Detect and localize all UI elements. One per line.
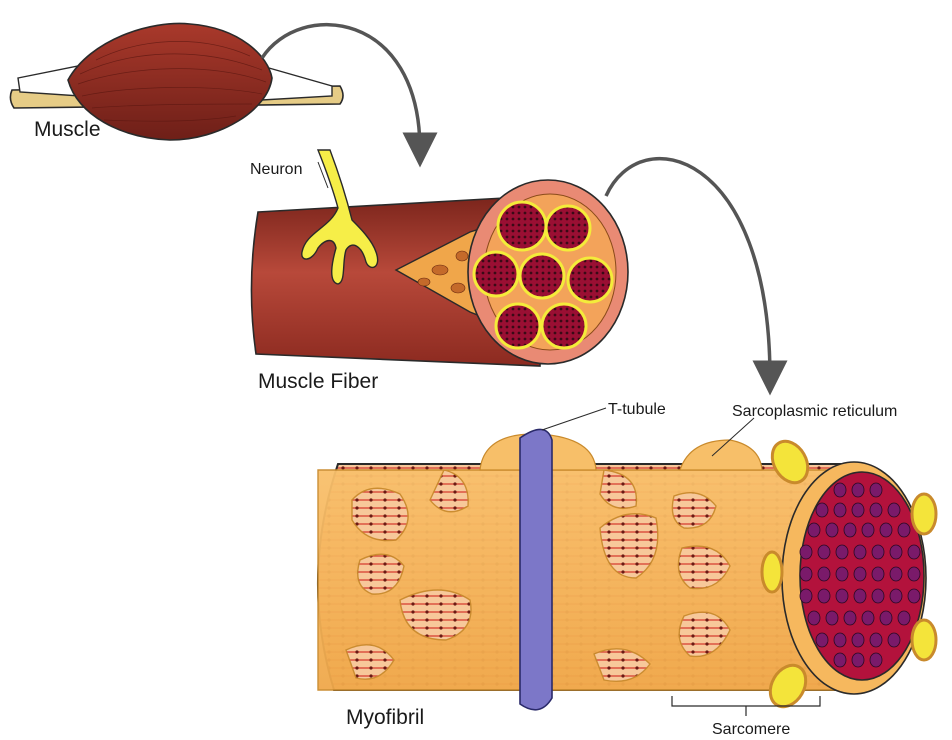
label-sarcoplasmic-reticulum: Sarcoplasmic reticulum (732, 403, 897, 420)
leader-t-tubule (542, 408, 606, 430)
label-muscle-fiber: Muscle Fiber (258, 370, 378, 393)
myofibril-end-cap (782, 462, 926, 694)
label-neuron: Neuron (250, 161, 302, 178)
myofibril (318, 429, 936, 713)
reticulum-cisterna-top-2 (680, 440, 762, 470)
t-tubule-ring (520, 429, 552, 709)
arrow-fiber-to-myofibril (606, 159, 770, 378)
tendon-right (262, 66, 332, 100)
muscle-fiber (251, 150, 628, 366)
label-sarcomere: Sarcomere (712, 721, 790, 738)
label-muscle: Muscle (34, 118, 101, 141)
label-t-tubule: T-tubule (608, 401, 666, 418)
label-myofibril: Myofibril (346, 706, 424, 729)
